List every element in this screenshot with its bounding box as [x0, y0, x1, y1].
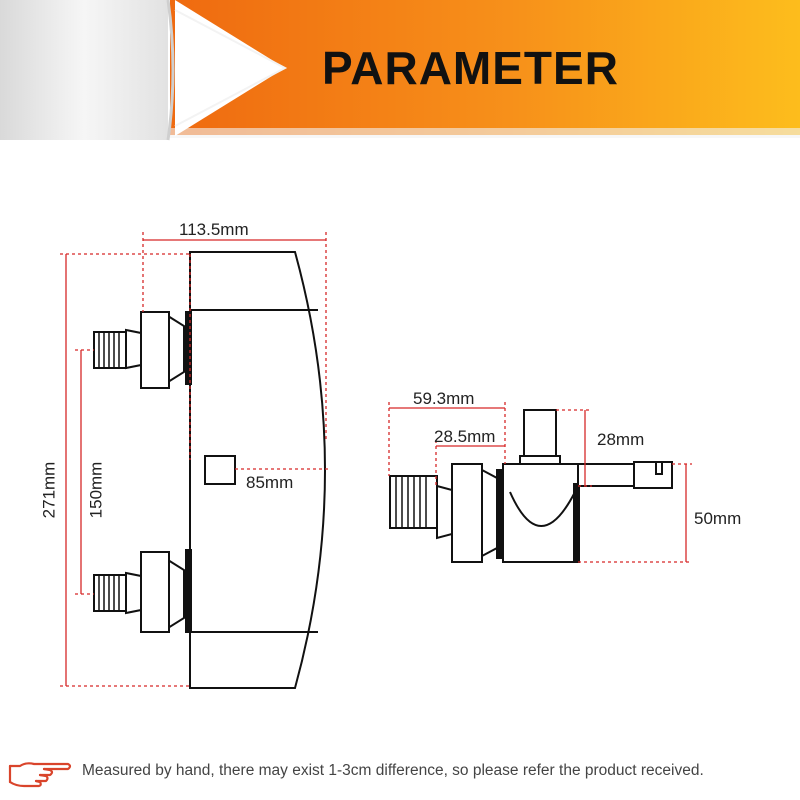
- dim-front-inlet-spacing: 150mm: [86, 461, 106, 519]
- side-view: [389, 409, 673, 563]
- banner-graphic: [0, 0, 800, 141]
- dim-side-top-knob: 28mm: [597, 430, 645, 449]
- measurement-disclaimer: Measured by hand, there may exist 1-3cm …: [82, 762, 704, 779]
- dim-front-width: 113.5mm: [179, 220, 249, 239]
- dim-front-height: 271mm: [39, 461, 59, 519]
- dim-front-center-depth: 85mm: [246, 473, 294, 492]
- page-title: PARAMETER: [322, 42, 619, 94]
- front-view-dimension-lines: [60, 232, 330, 687]
- dim-side-outlet-height: 50mm: [694, 509, 742, 528]
- header-banner: PARAMETER: [0, 0, 800, 145]
- dim-side-depth-total: 59.3mm: [413, 389, 475, 408]
- pointing-hand-icon: [8, 762, 72, 788]
- front-view: [93, 251, 326, 689]
- side-view-dimension-lines: [388, 402, 692, 563]
- dim-side-inlet-depth: 28.5mm: [434, 427, 496, 446]
